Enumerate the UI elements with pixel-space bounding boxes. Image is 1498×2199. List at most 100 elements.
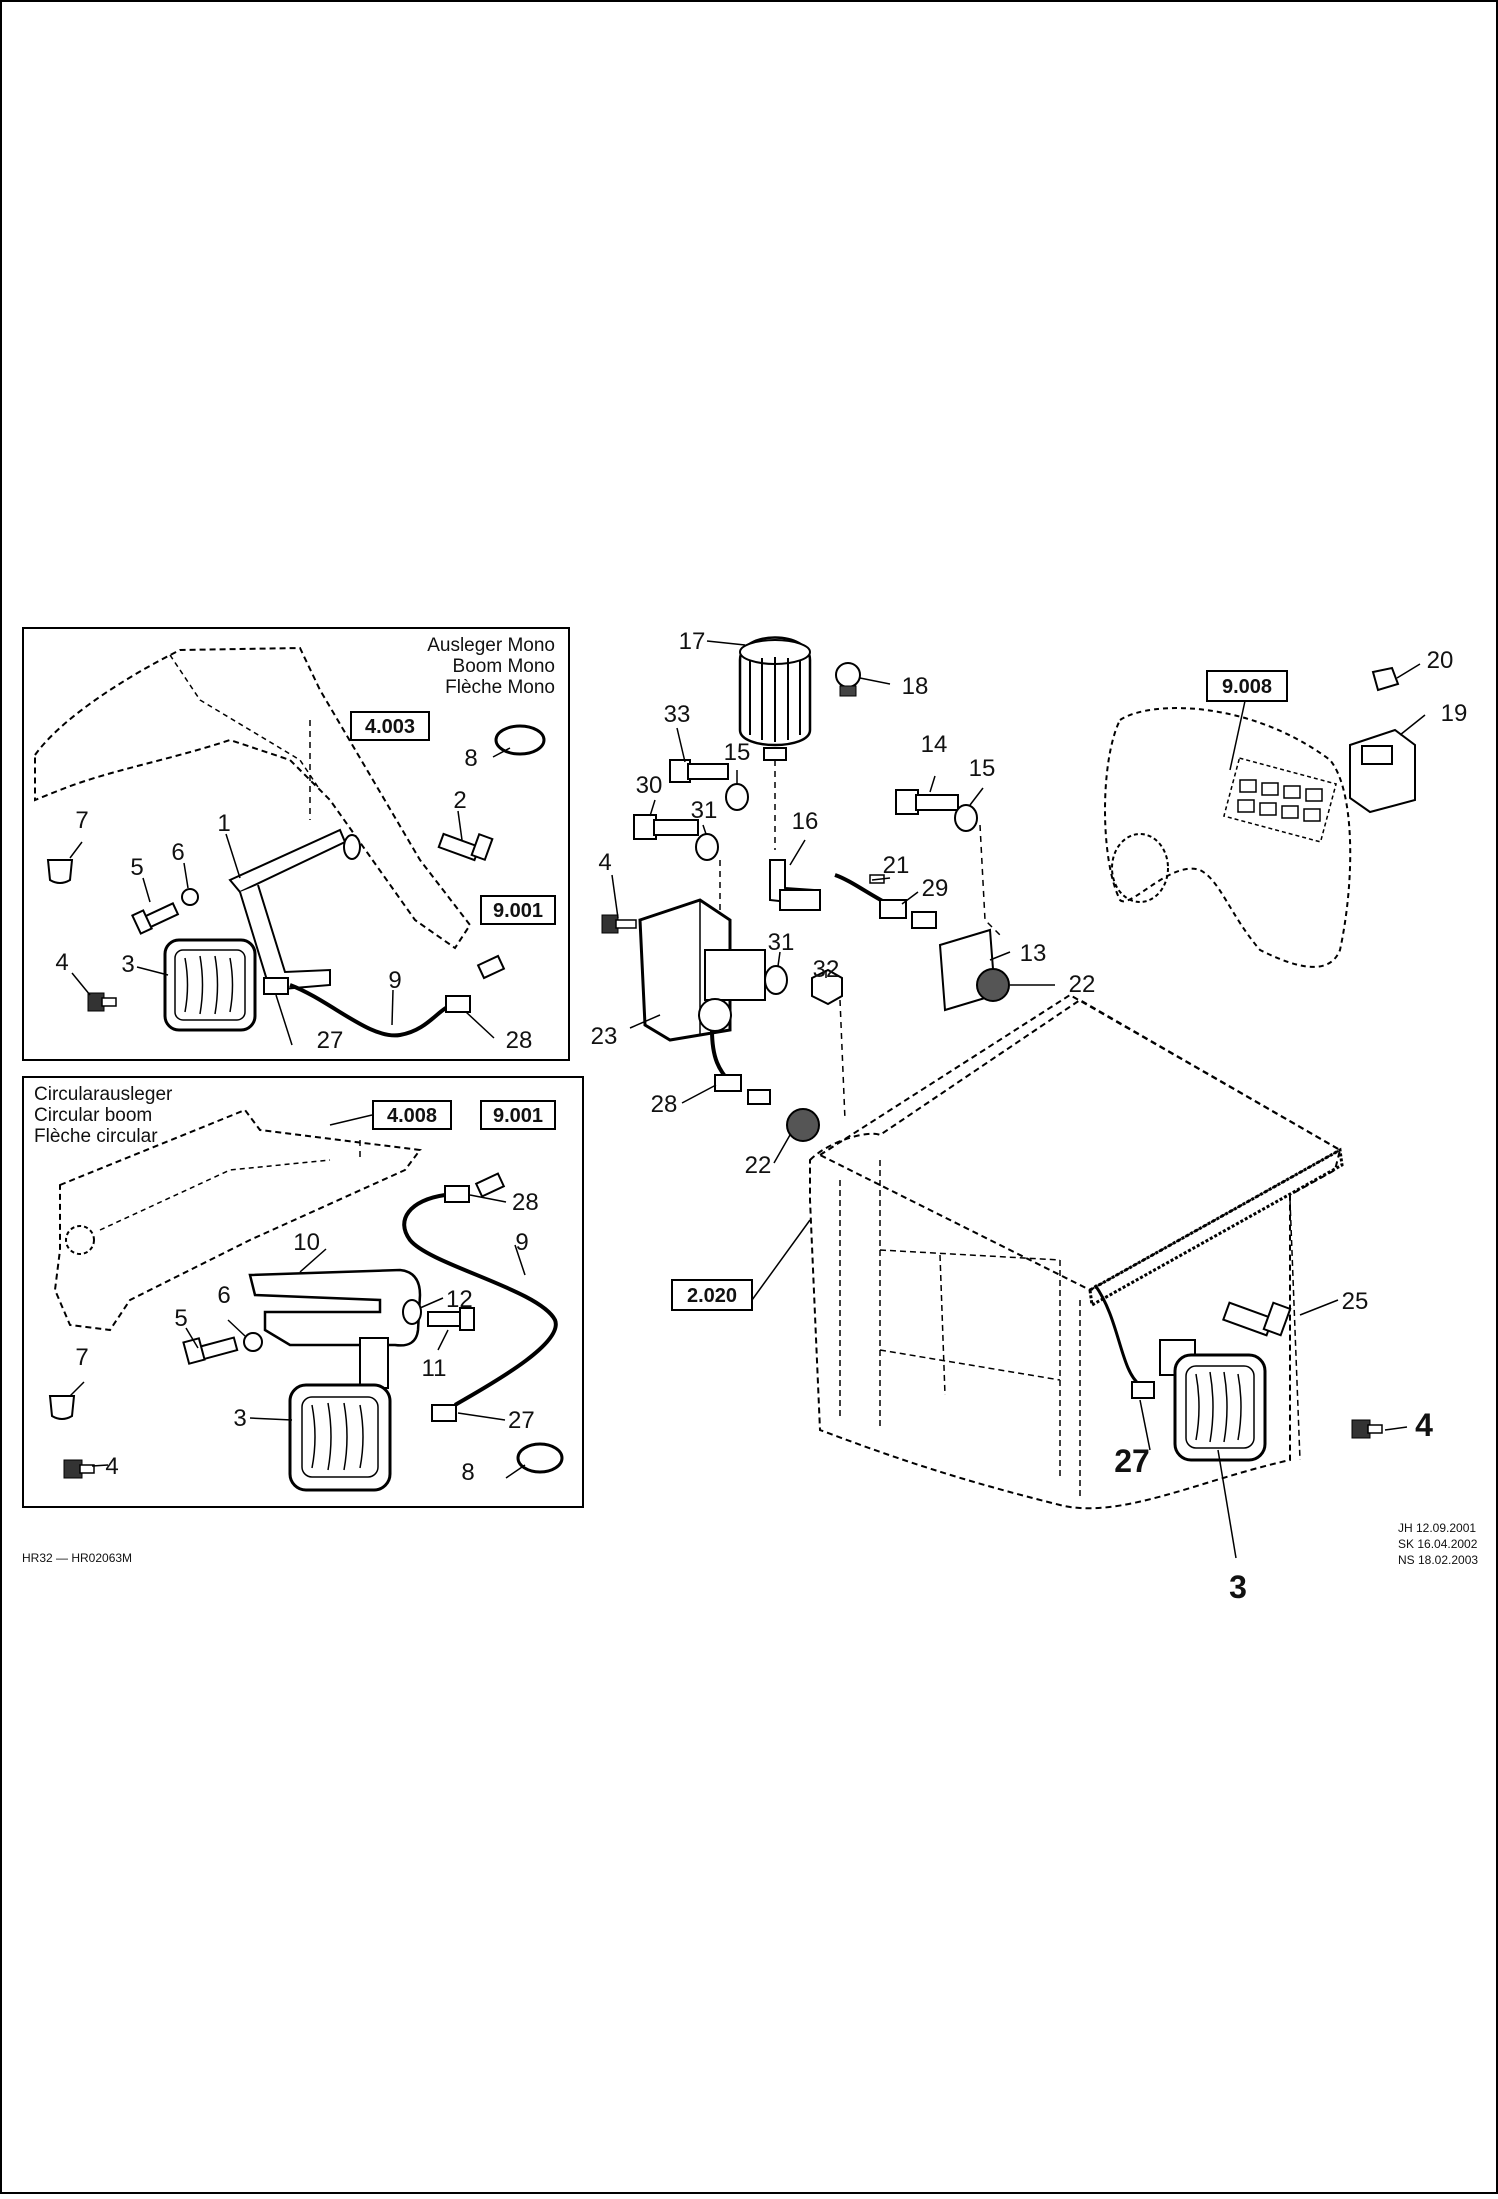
nut-32	[811, 968, 843, 1006]
ref-4003: 4.003	[365, 716, 415, 738]
bracket-10	[248, 1268, 422, 1347]
panel-circular-title-1: Circularausleger	[34, 1084, 173, 1105]
cable-9-circular	[402, 1193, 558, 1407]
ref-box-9001-mono	[480, 895, 556, 925]
label-18: 18	[902, 673, 929, 700]
panel-mono-title-1: Ausleger Mono	[427, 635, 555, 656]
cab-roof	[817, 993, 1343, 1292]
revision-3: NS 18.02.2003	[1398, 1553, 1478, 1567]
connector-27-circular	[431, 1404, 457, 1422]
label-3-main: 3	[1229, 1569, 1247, 1605]
label-6-mono: 6	[171, 839, 184, 866]
ref-9001-circular: 9.001	[493, 1105, 543, 1127]
console-switch-panel	[1223, 757, 1337, 843]
label-20: 20	[1427, 647, 1454, 674]
work-lamp-23	[638, 898, 766, 1042]
washer-31a	[695, 833, 719, 861]
label-33: 33	[664, 701, 691, 728]
revision-2: SK 16.04.2002	[1398, 1537, 1478, 1551]
label-25: 25	[1342, 1288, 1369, 1315]
ref-9001-mono: 9.001	[493, 900, 543, 922]
bulb-18	[835, 662, 861, 697]
leaders-circular	[69, 1114, 526, 1479]
ref-2020: 2.020	[687, 1285, 737, 1307]
label-22b: 22	[745, 1152, 772, 1179]
bolt-25	[1222, 1301, 1292, 1337]
cab-door-frame	[839, 1160, 1061, 1480]
label-27-mono: 27	[317, 1027, 344, 1054]
leader-dashed-32	[839, 999, 846, 1121]
boom-circular-outline	[53, 1108, 422, 1332]
ref-box-9001-circular	[480, 1100, 556, 1130]
label-27-circular: 27	[508, 1407, 535, 1434]
bolt-2	[437, 832, 494, 862]
ref-box-9008	[1206, 670, 1288, 702]
label-28-main: 28	[651, 1091, 678, 1118]
connector-9001-mono	[476, 954, 506, 980]
cab-pillar-right	[1079, 1199, 1301, 1500]
cable-tie-8-circular	[516, 1442, 564, 1474]
cab-roof-edge	[1088, 1147, 1344, 1308]
connector-28-mono	[445, 995, 471, 1013]
bolt-30	[633, 814, 699, 840]
label-21: 21	[883, 852, 910, 879]
screw-4-lamp23	[601, 914, 637, 934]
panel-circular-frame	[22, 1076, 584, 1508]
label-31b: 31	[768, 929, 795, 956]
label-12-circular: 12	[446, 1286, 473, 1313]
label-6-circular: 6	[217, 1282, 230, 1309]
label-7-mono: 7	[75, 807, 88, 834]
plate-16	[779, 889, 821, 911]
ref-box-4008	[372, 1100, 452, 1130]
console-round-gauge	[1111, 833, 1169, 903]
boom-circular-inner	[99, 1159, 331, 1231]
connector-27-mono	[263, 977, 289, 995]
leaders-mono	[69, 747, 511, 1046]
label-8-circular: 8	[461, 1459, 474, 1486]
panel-circular-boom: Circularausleger Circular boom Flèche ci…	[22, 1076, 584, 1508]
leader-dashed-14	[979, 824, 1001, 936]
revision-1: JH 12.09.2001	[1398, 1521, 1476, 1535]
cable-9-mono	[289, 983, 456, 1038]
work-lamp-3-main	[1173, 1353, 1267, 1462]
drawing-id: HR32 — HR02063M	[22, 1551, 132, 1565]
panel-circular-title-3: Flèche circular	[34, 1126, 158, 1147]
cable-27-main	[1093, 1284, 1141, 1387]
ref-9008: 9.008	[1222, 676, 1272, 698]
leaders-main	[611, 640, 1426, 1559]
washer-12	[402, 1299, 422, 1325]
washer-6-mono	[181, 888, 199, 906]
main-cab-assembly: 9.008 2.020	[591, 628, 1468, 1605]
panel-boom-mono: Ausleger Mono Boom Mono Flèche Mono	[22, 627, 570, 1061]
label-10-circular: 10	[293, 1229, 320, 1256]
washer-6-circular	[243, 1332, 263, 1352]
label-28-mono: 28	[506, 1027, 533, 1054]
grommet-22a	[976, 968, 1010, 1002]
label-17: 17	[679, 628, 706, 655]
panel-mono-title-2: Boom Mono	[453, 656, 555, 677]
bolt-14	[895, 789, 959, 815]
label-15a: 15	[724, 739, 751, 766]
label-1-mono: 1	[217, 810, 230, 837]
label-7-circular: 7	[75, 1344, 88, 1371]
label-30: 30	[636, 772, 663, 799]
washer-mono	[343, 834, 361, 860]
clip-20	[1371, 666, 1400, 692]
label-27-main: 27	[1114, 1443, 1150, 1479]
screw-4-circular	[63, 1459, 95, 1479]
washer-15a	[725, 783, 749, 811]
cable-tie-8-mono	[494, 724, 546, 756]
bolt-11	[427, 1307, 475, 1331]
label-23: 23	[591, 1023, 618, 1050]
connector-29b	[911, 911, 937, 929]
washer-31b	[764, 965, 788, 995]
boom-circular-joint	[65, 1225, 95, 1255]
ref-4008: 4.008	[387, 1105, 437, 1127]
label-4-mono: 4	[55, 949, 68, 976]
label-16: 16	[792, 808, 819, 835]
connector-28b-main	[747, 1089, 771, 1105]
cap-7-circular	[48, 1395, 76, 1420]
label-3-mono: 3	[121, 951, 134, 978]
